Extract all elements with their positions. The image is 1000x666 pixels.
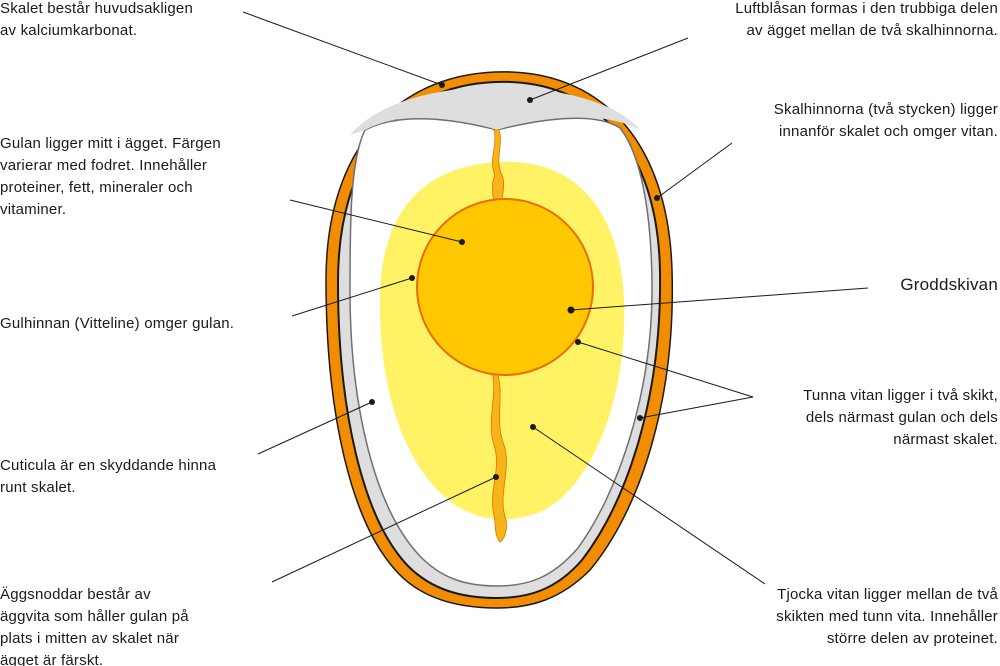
dot-vitelline [409,275,415,281]
leader-vitelline [291,277,413,317]
label-vitelline: Gulhinnan (Vitteline) omger gulan. [0,315,235,332]
leader-shell [242,11,443,86]
chalaza-lower [490,371,507,543]
leader-air-cell [529,37,689,101]
dot-yolk [459,239,465,245]
leader-yolk [289,199,463,243]
dot-shell-membranes [654,195,660,201]
dot-thin-albumen-1 [575,339,581,345]
leader-chalazae [271,476,497,583]
leader-lines [242,11,869,585]
label-shell-membranes: Skalhinnorna (två stycken) ligger innanf… [773,101,998,140]
dot-cuticle [369,399,375,405]
label-germinal-disc: Groddskivan [900,275,998,294]
air-cell [350,86,640,135]
label-thick-albumen: Tjocka vitan ligger mellan de två skikte… [776,586,998,647]
dot-thin-albumen-2 [637,415,643,421]
leader-shell-membranes [656,142,733,199]
label-air-cell: Luftblåsan formas i den trubbiga delen a… [735,0,998,39]
label-shell: Skalet består huvudsakligen av kalciumka… [0,0,194,39]
dot-air-cell [527,97,533,103]
leader-thin-albumen-2 [639,396,754,419]
yolk [416,198,594,376]
leader-thin-albumen-1 [577,341,754,398]
dot-chalazae [493,474,499,480]
dot-thick-albumen [530,424,536,430]
leader-thick-albumen [532,426,766,585]
dot-shell [439,82,445,88]
leader-cuticle [257,401,373,455]
leader-germinal-disc [570,287,869,311]
leader-dots [369,82,660,480]
label-chalazae: Äggsnoddar består av äggvita som håller … [0,586,189,666]
label-yolk: Gulan ligger mitt i ägget. Färgen varier… [0,135,221,218]
label-cuticle: Cuticula är en skyddande hinna runt skal… [0,457,217,496]
label-thin-albumen: Tunna vitan ligger i två skikt, dels när… [803,387,998,448]
